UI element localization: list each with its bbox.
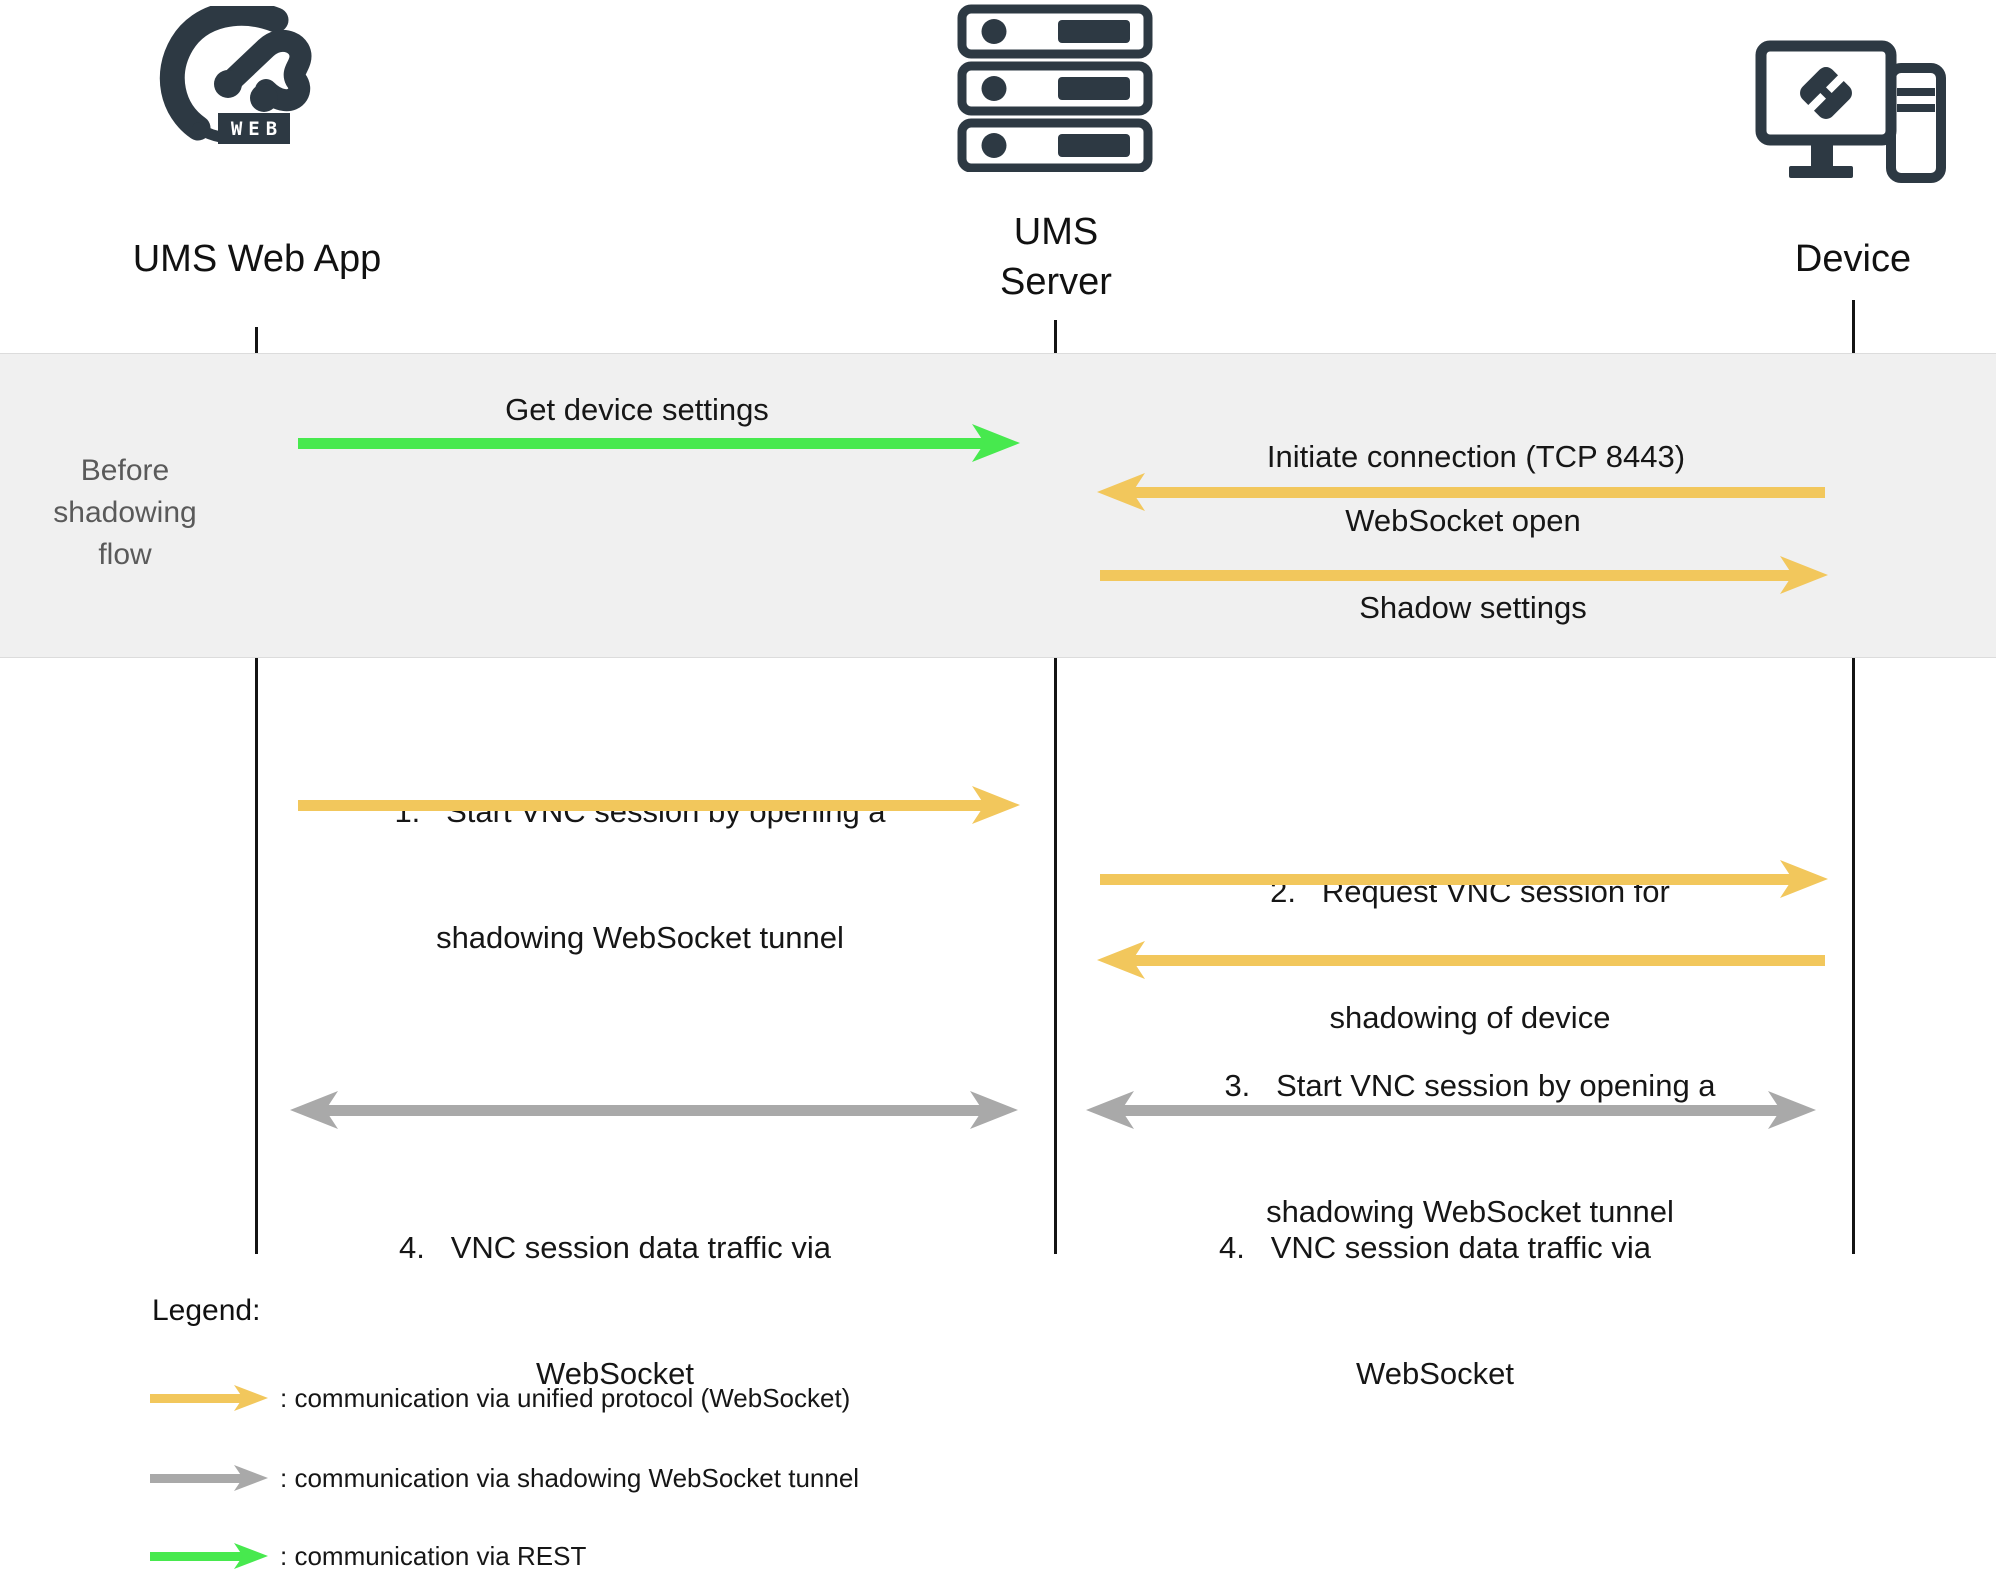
actor-label-ums-web-app: UMS Web App <box>132 238 382 280</box>
message-start-vnc-webapp: 1. Start VNC session by opening a shadow… <box>340 707 940 1043</box>
arrow-request-vnc-session <box>1100 860 1828 898</box>
legend-title: Legend: <box>152 1294 261 1327</box>
arrow-websocket-open <box>1100 556 1828 594</box>
message-line: 4. VNC session data traffic via <box>399 1230 831 1265</box>
message-line: WebSocket <box>536 1356 694 1391</box>
legend-item-shadowing-tunnel: : communication via shadowing WebSocket … <box>280 1463 860 1493</box>
actor-label-device: Device <box>1794 238 1912 280</box>
message-vnc-traffic-server-device: 4. VNC session data traffic via WebSocke… <box>1135 1143 1735 1479</box>
igel-swirl-icon <box>159 0 312 144</box>
actor-label-ums-server: UMS Server <box>956 207 1156 307</box>
lifeline-device <box>1852 300 1855 1254</box>
message-shadow-settings: Shadow settings <box>1359 590 1587 625</box>
legend-item-unified-protocol: : communication via unified protocol (We… <box>280 1383 851 1413</box>
arrow-initiate-connection <box>1097 473 1825 511</box>
message-line: shadowing WebSocket tunnel <box>436 920 844 955</box>
before-shadowing-band <box>0 353 1996 658</box>
device-monitor-icon <box>1755 40 1947 188</box>
legend-yellow-arrow-icon <box>150 1385 268 1411</box>
arrow-vnc-traffic-server-device <box>1086 1091 1816 1129</box>
message-get-device-settings: Get device settings <box>505 392 769 427</box>
arrow-get-device-settings <box>298 424 1020 462</box>
message-initiate-connection: Initiate connection (TCP 8443) <box>1266 439 1686 474</box>
lifeline-ums-server <box>1054 320 1057 1254</box>
arrow-start-vnc-device <box>1097 941 1825 979</box>
message-vnc-traffic-webapp-server: 4. VNC session data traffic via WebSocke… <box>315 1143 915 1479</box>
legend-gray-arrow-icon <box>150 1465 268 1491</box>
message-websocket-open: WebSocket open <box>1345 503 1581 538</box>
igel-web-logo: WEB <box>158 0 334 146</box>
lifeline-ums-web-app <box>255 327 258 1254</box>
message-line: 3. Start VNC session by opening a <box>1224 1068 1716 1103</box>
server-rack-icon <box>956 4 1154 173</box>
actor-label-line: UMS <box>1013 211 1099 253</box>
message-start-vnc-device: 3. Start VNC session by opening a shadow… <box>1170 981 1770 1317</box>
arrow-vnc-traffic-webapp-server <box>290 1091 1018 1129</box>
before-shadowing-label: Before shadowing flow <box>53 454 197 571</box>
message-line: 4. VNC session data traffic via <box>1219 1230 1651 1265</box>
web-badge: WEB <box>218 113 290 144</box>
legend-green-arrow-icon <box>150 1543 268 1569</box>
legend-item-rest: : communication via REST <box>280 1541 587 1571</box>
message-line: WebSocket <box>1356 1356 1514 1391</box>
message-line: shadowing WebSocket tunnel <box>1266 1194 1674 1229</box>
actor-label-line: Server <box>1000 261 1112 303</box>
arrow-start-vnc-webapp <box>298 786 1020 824</box>
message-line: shadowing of device <box>1329 1000 1611 1035</box>
